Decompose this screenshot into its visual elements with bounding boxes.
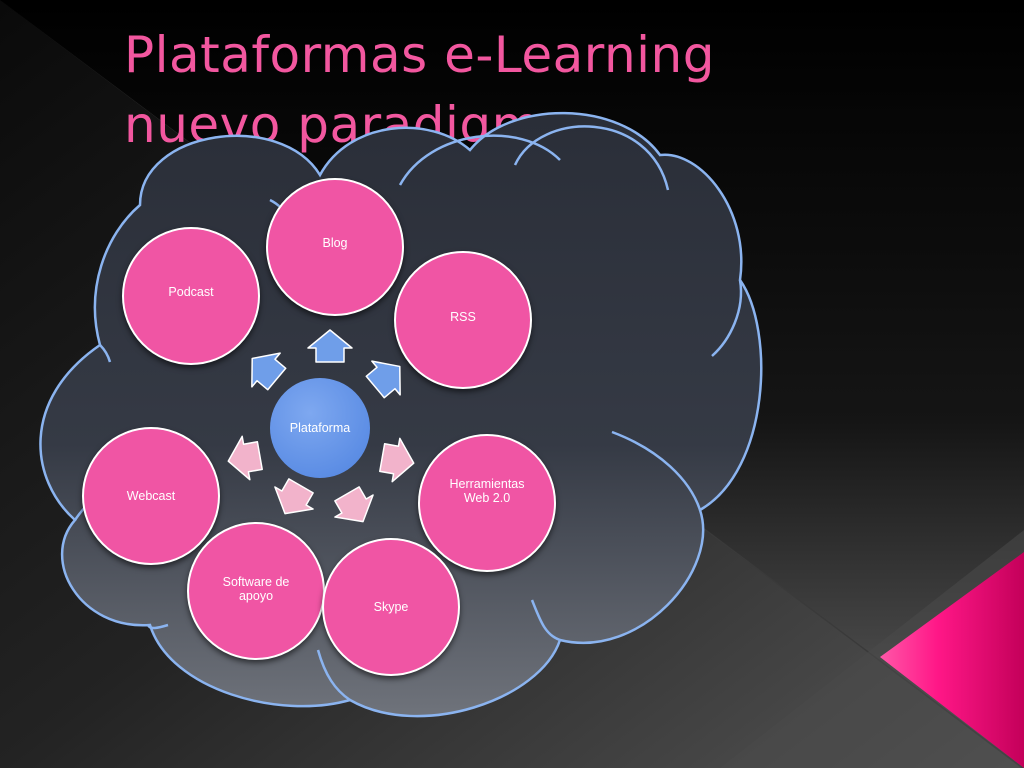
- node-webcast: Webcast: [82, 427, 220, 565]
- cloud-inner-curve-left: [146, 623, 169, 630]
- node-software-label: Software de apoyo: [222, 575, 290, 603]
- node-rss: RSS: [394, 251, 532, 389]
- node-rss-label: RSS: [450, 310, 476, 324]
- accent-triangle: [880, 552, 1024, 768]
- arrow-up-icon: [307, 329, 353, 363]
- node-herramientas-web: Herramientas Web 2.0: [418, 434, 556, 572]
- cloud-inner-curve-base: [316, 649, 351, 702]
- cloud-inner-curve-top: [398, 134, 561, 186]
- cloud-inner-curve-right: [513, 125, 670, 191]
- node-webcast-label: Webcast: [126, 489, 176, 503]
- node-skype-label: Skype: [373, 600, 409, 614]
- cloud-inner-curve-bottom: [530, 599, 561, 642]
- slide-title-line-1: Plataformas e-Learning: [124, 26, 715, 84]
- arrow-left-icon: [227, 435, 263, 481]
- arrow-lower-right-icon: [334, 486, 374, 523]
- arrow-lower-left-icon: [274, 478, 314, 515]
- radial-arrows: [227, 329, 415, 523]
- node-software-apoyo: Software de apoyo: [187, 522, 325, 660]
- center-node-plataforma: Plataforma: [270, 378, 370, 478]
- node-blog: Blog: [266, 178, 404, 316]
- cloud-inner-curve-lower: [611, 430, 702, 511]
- node-podcast: Podcast: [122, 227, 260, 365]
- node-skype: Skype: [322, 538, 460, 676]
- node-herramientas-label: Herramientas Web 2.0: [449, 477, 525, 505]
- node-podcast-label: Podcast: [168, 285, 214, 299]
- arrow-upper-left-icon: [251, 352, 287, 391]
- arrow-right-icon: [379, 437, 415, 483]
- arrow-upper-right-icon: [365, 360, 401, 399]
- node-blog-label: Blog: [322, 236, 348, 250]
- center-node-label: Plataforma: [289, 421, 351, 435]
- cloud-inner-curve-side: [711, 279, 743, 357]
- cloud-inner-curve-mid: [99, 344, 112, 363]
